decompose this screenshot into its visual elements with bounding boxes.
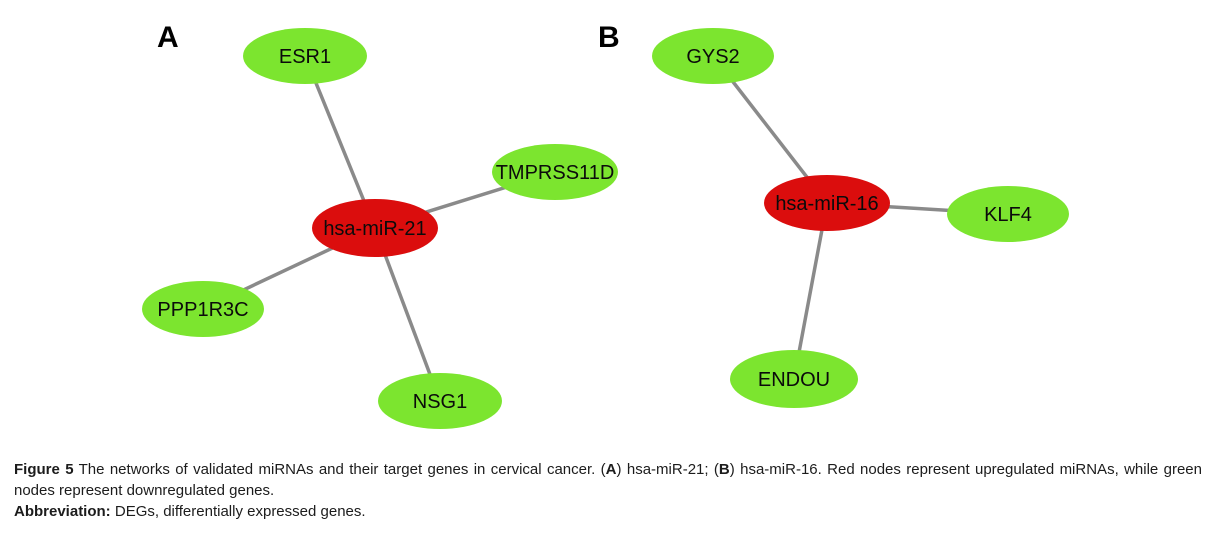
gene-node-ellipse [492,144,618,200]
node-label-ESR1: ESR1 [279,46,331,68]
node-label-KLF4: KLF4 [984,204,1032,226]
caption-paragraph-1: Figure 5 The networks of validated miRNA… [14,459,1202,501]
caption-text: The networks of validated miRNAs and the… [73,461,606,478]
gene-node-ellipse [142,281,264,337]
gene-node-ellipse [652,28,774,84]
caption-text: DEGs, differentially expressed genes. [110,503,366,520]
node-hsa-miR-21: hsa-miR-21 [312,199,438,257]
panel-label-B: B [598,21,620,54]
node-label-GYS2: GYS2 [686,46,739,68]
gene-node-ellipse [378,373,502,429]
node-hsa-miR-16: hsa-miR-16 [764,175,890,231]
node-label-TMPRSS11D: TMPRSS11D [496,162,615,184]
node-ENDOU: ENDOU [730,350,858,408]
node-ESR1: ESR1 [243,28,367,84]
node-KLF4: KLF4 [947,186,1069,242]
gene-node-ellipse [947,186,1069,242]
node-PPP1R3C: PPP1R3C [142,281,264,337]
caption-text: ) hsa-miR-16. Red nodes represent upregu… [14,461,1202,499]
node-label-hsa-miR-21: hsa-miR-21 [323,218,426,240]
edge-hsa-miR-21-ESR1 [303,55,377,229]
node-label-hsa-miR-16: hsa-miR-16 [775,193,878,215]
node-label-ENDOU: ENDOU [758,369,830,391]
caption-bold-text: A [605,461,617,478]
mirna-node-ellipse [312,199,438,257]
edge-hsa-miR-16-ENDOU [792,202,829,380]
caption-bold-text: B [718,461,730,478]
gene-node-ellipse [243,28,367,84]
gene-node-ellipse [730,350,858,408]
caption-text: ) hsa-miR-21; ( [616,461,719,478]
mirna-node-ellipse [764,175,890,231]
node-NSG1: NSG1 [378,373,502,429]
caption-paragraph-2: Abbreviation: DEGs, differentially expre… [14,501,1202,522]
figure-caption: Figure 5 The networks of validated miRNA… [14,459,1202,522]
node-label-PPP1R3C: PPP1R3C [157,299,248,321]
caption-bold-text: Abbreviation: [14,503,111,520]
caption-bold-text: Figure 5 [14,461,74,478]
node-label-NSG1: NSG1 [413,391,467,413]
node-TMPRSS11D: TMPRSS11D [492,144,618,200]
node-GYS2: GYS2 [652,28,774,84]
panel-label-A: A [157,21,179,54]
edge-hsa-miR-21-NSG1 [373,227,442,402]
